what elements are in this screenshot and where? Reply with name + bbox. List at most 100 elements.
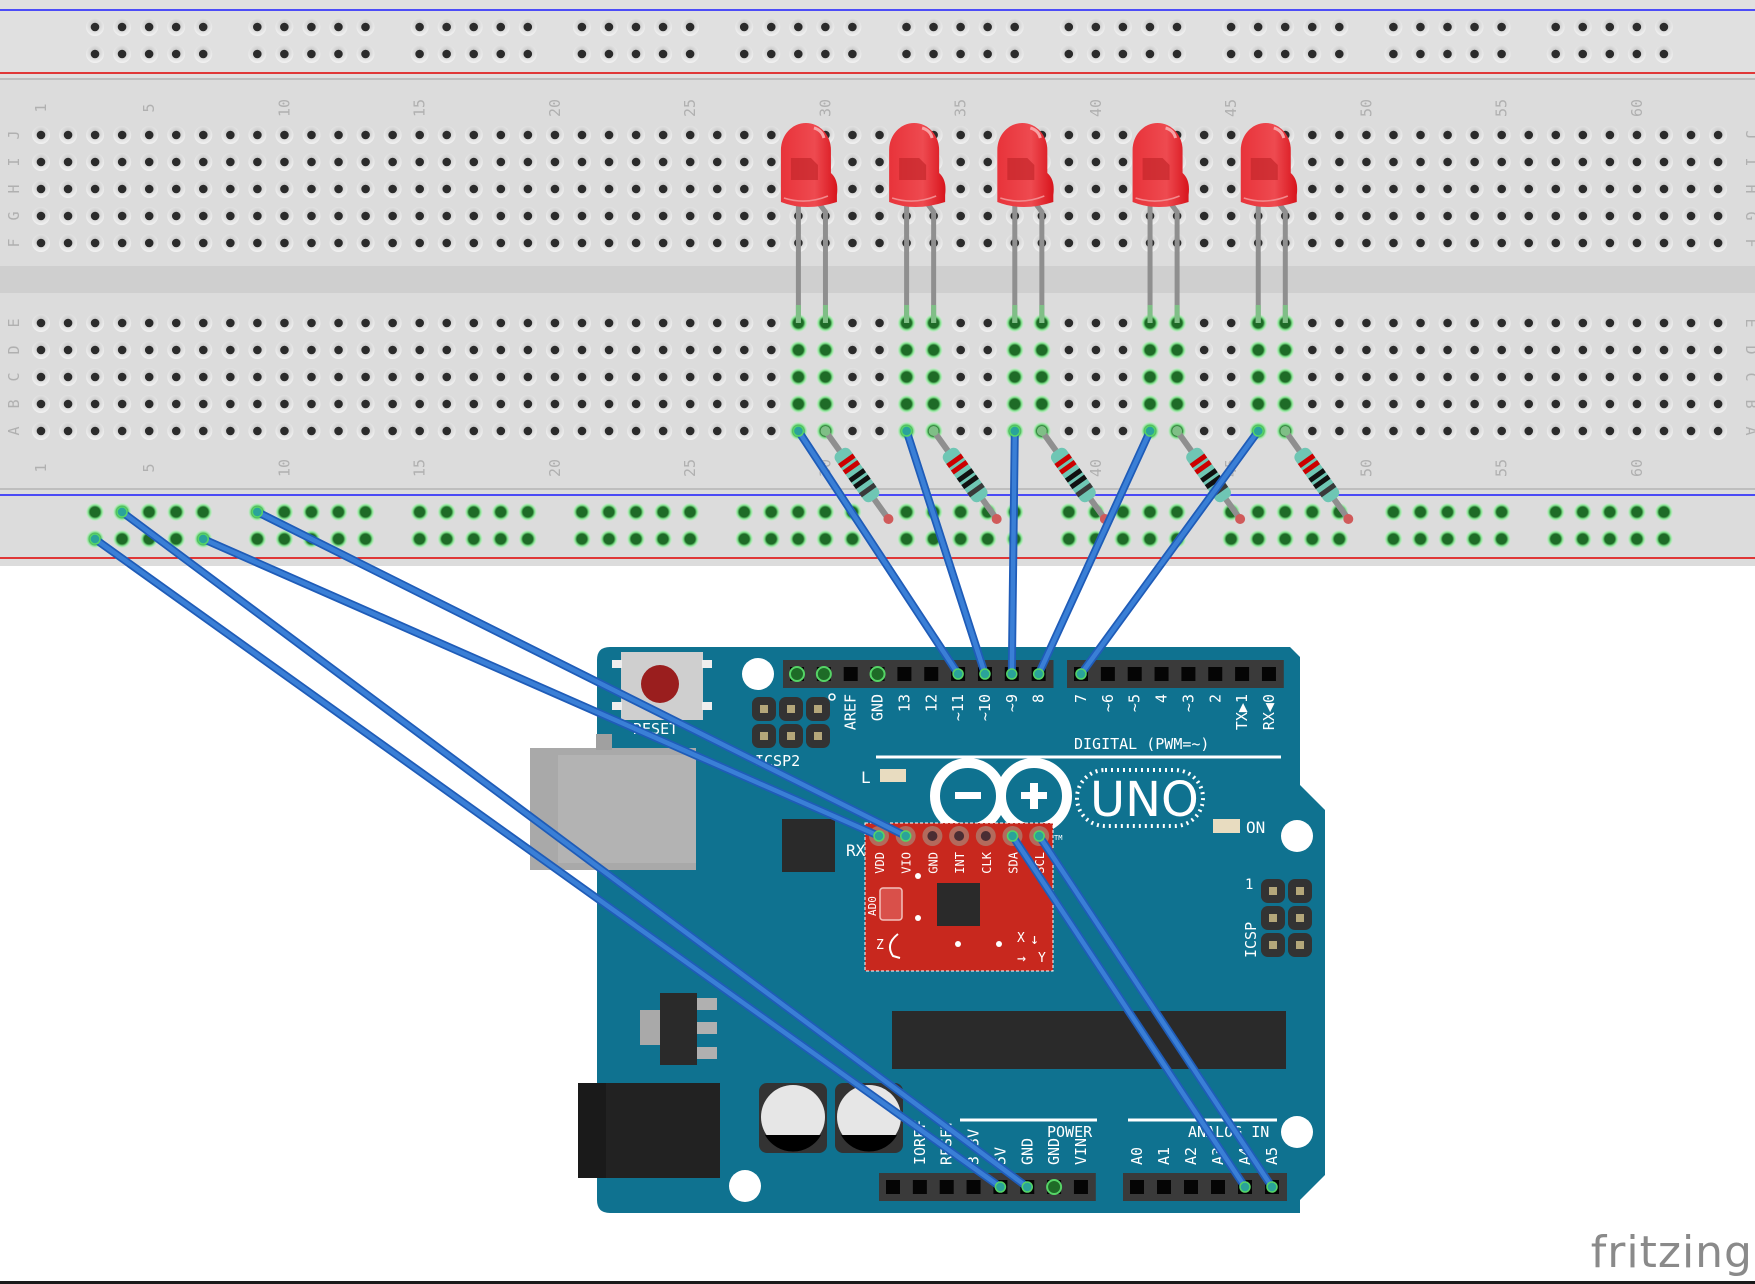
icsp2-pin[interactable] bbox=[787, 705, 795, 713]
wire-end[interactable] bbox=[979, 668, 991, 680]
wire-end[interactable] bbox=[792, 425, 805, 437]
icsp-pin[interactable] bbox=[1269, 914, 1277, 922]
wire-end[interactable] bbox=[899, 830, 912, 842]
icsp2-pin[interactable] bbox=[787, 732, 795, 740]
breadboard-hole-center bbox=[415, 22, 424, 32]
breadboard-hole-center bbox=[1659, 426, 1669, 436]
wire-end[interactable] bbox=[1144, 425, 1156, 437]
breadboard-hole-center bbox=[658, 49, 668, 59]
digital-header-pin[interactable] bbox=[897, 667, 912, 681]
wire-end[interactable] bbox=[1006, 668, 1018, 680]
wire-end[interactable] bbox=[1252, 425, 1264, 437]
led[interactable] bbox=[780, 123, 838, 323]
breadboard-hole-center bbox=[442, 534, 451, 544]
digital-header-pin[interactable] bbox=[1100, 667, 1115, 681]
breadboard-hole-center bbox=[712, 345, 722, 355]
power-header-pin[interactable] bbox=[912, 1180, 927, 1194]
resistor[interactable] bbox=[1280, 426, 1354, 524]
wire[interactable] bbox=[1006, 830, 1251, 1193]
breadboard-hole-center bbox=[198, 507, 208, 517]
wire-end[interactable] bbox=[1075, 668, 1087, 680]
power-header-pin[interactable] bbox=[939, 1180, 954, 1194]
power-header-pin[interactable] bbox=[886, 1180, 900, 1194]
wire[interactable] bbox=[1006, 425, 1021, 680]
analog-header-pin[interactable] bbox=[1184, 1180, 1198, 1194]
sensor-pin-label: SDA bbox=[1007, 851, 1021, 873]
icsp2-pin[interactable] bbox=[814, 732, 822, 740]
icsp-pin[interactable] bbox=[1269, 941, 1277, 949]
digital-header-pin[interactable] bbox=[1208, 667, 1223, 681]
wire[interactable] bbox=[116, 506, 1033, 1193]
reset-button[interactable] bbox=[612, 652, 712, 720]
icsp2-pin[interactable] bbox=[760, 705, 768, 713]
breadboard-hole-center bbox=[144, 130, 154, 140]
resistor[interactable] bbox=[1036, 426, 1110, 524]
breadboard-hole-center bbox=[1362, 318, 1371, 328]
wire[interactable] bbox=[89, 533, 1007, 1193]
wire-end[interactable] bbox=[1266, 1181, 1278, 1193]
digital-header-pin[interactable] bbox=[1235, 667, 1250, 681]
digital-header-pin[interactable] bbox=[1261, 667, 1276, 681]
wire[interactable] bbox=[792, 425, 964, 680]
icsp2-pin[interactable] bbox=[814, 705, 822, 713]
wire[interactable] bbox=[1033, 830, 1278, 1193]
wire-end[interactable] bbox=[1033, 830, 1045, 842]
digital-header-pin[interactable] bbox=[924, 667, 939, 681]
wire[interactable] bbox=[900, 425, 991, 680]
analog-header-pin[interactable] bbox=[1130, 1180, 1144, 1194]
wire-end[interactable] bbox=[1239, 1181, 1251, 1193]
wire-end[interactable] bbox=[873, 830, 885, 842]
breadboard-hole-center bbox=[1253, 22, 1263, 32]
power-header-pin[interactable] bbox=[1073, 1180, 1088, 1194]
wire[interactable] bbox=[197, 533, 885, 842]
led[interactable] bbox=[889, 123, 946, 323]
breadboard-hole-center bbox=[1281, 372, 1290, 382]
digital-header-pin[interactable] bbox=[1154, 667, 1169, 681]
icsp-pin[interactable] bbox=[1296, 887, 1304, 895]
breadboard-hole-center bbox=[117, 49, 127, 59]
breadboard-hole-center bbox=[1686, 130, 1696, 140]
wire-end[interactable] bbox=[1006, 830, 1019, 842]
wire[interactable] bbox=[251, 506, 912, 842]
regulator-body bbox=[660, 993, 697, 1065]
breadboard-hole-center bbox=[1064, 372, 1074, 382]
icsp-pin[interactable] bbox=[1269, 887, 1277, 895]
wire[interactable] bbox=[1075, 425, 1264, 680]
icsp2-pin[interactable] bbox=[760, 732, 768, 740]
breadboard-hole-center bbox=[848, 399, 857, 409]
wire-end[interactable] bbox=[89, 533, 101, 545]
led[interactable] bbox=[997, 123, 1054, 323]
breadboard-hole-center bbox=[1470, 130, 1479, 140]
wire-end[interactable] bbox=[1021, 1181, 1033, 1193]
wire-end[interactable] bbox=[197, 533, 209, 545]
resistor[interactable] bbox=[928, 426, 1002, 524]
digital-header-pin[interactable] bbox=[1127, 667, 1142, 681]
led[interactable] bbox=[1240, 123, 1298, 323]
wire-core bbox=[1009, 428, 1018, 677]
power-header-pin[interactable] bbox=[966, 1180, 981, 1194]
analog-header-pin[interactable] bbox=[1157, 1180, 1171, 1194]
analog-header-pin[interactable] bbox=[1211, 1180, 1225, 1194]
wire-end[interactable] bbox=[952, 668, 964, 680]
wire-end[interactable] bbox=[900, 425, 913, 437]
led[interactable] bbox=[1132, 123, 1189, 323]
row-letter-label: F bbox=[1742, 238, 1755, 247]
digital-header-pin[interactable] bbox=[843, 667, 858, 681]
digital-header-pin[interactable] bbox=[1181, 667, 1196, 681]
resistor[interactable] bbox=[820, 426, 894, 524]
wire-end[interactable] bbox=[994, 1181, 1007, 1193]
wire-end[interactable] bbox=[1009, 425, 1021, 437]
icsp-pin[interactable] bbox=[1296, 914, 1304, 922]
sensor-pin-hole bbox=[954, 831, 965, 841]
wire-end[interactable] bbox=[1032, 668, 1045, 680]
wire[interactable] bbox=[1032, 425, 1156, 680]
wire-end[interactable] bbox=[251, 506, 264, 518]
wire-end[interactable] bbox=[116, 506, 128, 518]
breadboard-hole-center bbox=[1199, 130, 1209, 140]
breadboard-hole-center bbox=[631, 211, 641, 221]
resistor-lead-end bbox=[1280, 426, 1291, 436]
icsp-pin[interactable] bbox=[1296, 941, 1304, 949]
breadboard-hole-center bbox=[983, 157, 993, 167]
breadboard-hole-center bbox=[1226, 130, 1236, 140]
